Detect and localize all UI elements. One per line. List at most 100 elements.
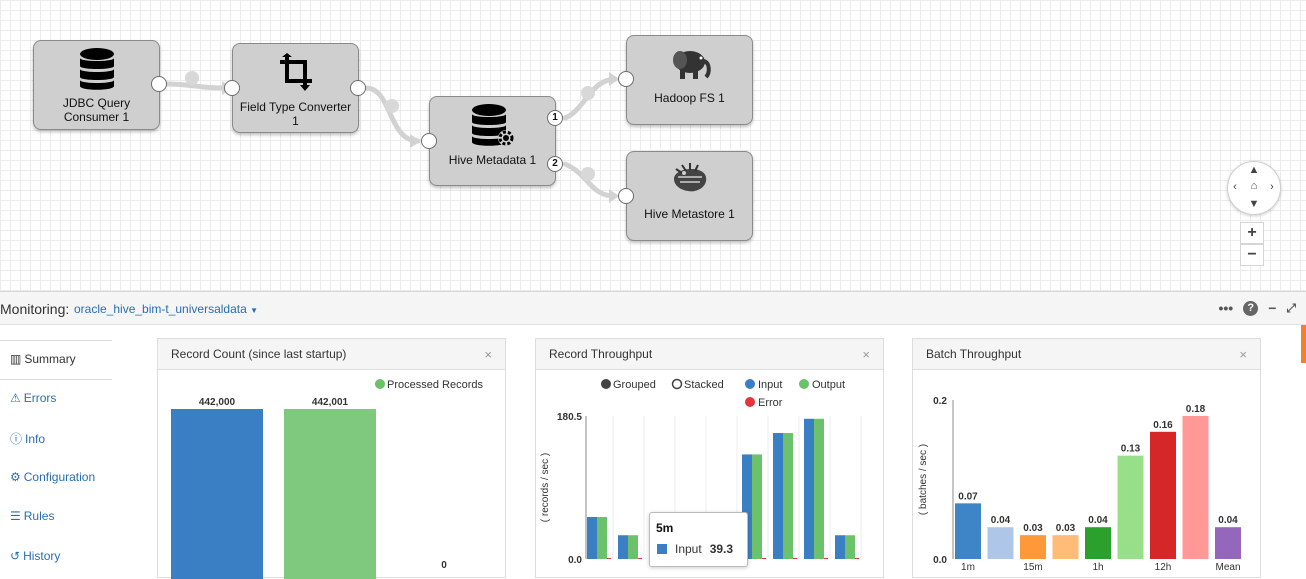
tooltip-swatch <box>657 544 667 554</box>
bar-error <box>793 558 797 559</box>
tab-configuration[interactable]: ⚙Configuration <box>10 469 96 484</box>
pipeline-edges <box>164 71 619 203</box>
edge-hive-metadata-to-metastore <box>562 161 618 199</box>
bar <box>1052 535 1079 559</box>
tab-rules[interactable]: ☰Rules <box>10 509 55 523</box>
y-tick-label: 180.5 <box>557 412 582 423</box>
panel-title: Batch Throughput <box>926 347 1022 361</box>
bar <box>1085 527 1111 559</box>
node-hive-metastore[interactable]: Hive Metastore 1 <box>626 151 753 241</box>
node-hive-metadata[interactable]: Hive Metadata 1 <box>429 96 556 186</box>
legend-swatch <box>671 378 683 390</box>
expand-icon[interactable]: ⤢ <box>1286 300 1296 315</box>
tab-history[interactable]: ↺History <box>10 548 61 563</box>
caret-down-icon: ▼ <box>250 306 259 315</box>
data-label: 0.04 <box>1218 515 1238 526</box>
pan-up-icon[interactable]: ▲ <box>1248 164 1260 176</box>
bar-input <box>773 433 783 559</box>
node-jdbc-query-consumer[interactable]: JDBC Query Consumer 1 <box>33 40 160 130</box>
output-port-1[interactable]: 1 <box>547 110 563 126</box>
node-label: Hadoop FS 1 <box>654 91 725 105</box>
input-port[interactable] <box>618 188 634 204</box>
close-icon[interactable]: × <box>1239 347 1247 362</box>
bar-output <box>814 418 824 559</box>
bar-chart-icon: ▥ <box>10 352 22 366</box>
y-axis-label: ( batches / sec ) <box>918 444 929 515</box>
zoom-in-button[interactable]: + <box>1240 222 1264 244</box>
pipeline-name[interactable]: oracle_hive_bim-t_universaldata <box>74 302 247 316</box>
hive-icon <box>627 160 752 200</box>
data-label: 0.16 <box>1153 420 1173 431</box>
tooltip-title: 5m <box>656 521 674 535</box>
legend-label: Output <box>812 379 845 391</box>
bar-error <box>855 558 859 559</box>
pan-control[interactable]: ▲ ‹ ⌂ › ▼ <box>1227 161 1281 215</box>
bar-input <box>804 418 814 559</box>
close-icon[interactable]: × <box>862 347 870 362</box>
legend-label: Input <box>758 379 782 391</box>
legend-swatch <box>745 397 755 407</box>
pipeline-select[interactable]: oracle_hive_bim-t_universaldata ▼ <box>74 302 258 316</box>
output-port[interactable] <box>350 80 366 96</box>
more-icon[interactable]: ••• <box>1218 300 1234 316</box>
input-port[interactable] <box>421 133 437 149</box>
home-icon[interactable]: ⌂ <box>1250 180 1258 192</box>
node-field-type-converter[interactable]: Field Type Converter 1 <box>232 43 359 133</box>
y-tick-label: 0.0 <box>933 555 947 566</box>
legend-label: Error <box>758 397 783 409</box>
database-gear-icon <box>430 103 555 147</box>
elephant-icon <box>627 46 752 82</box>
bar <box>987 527 1014 559</box>
bar-error <box>824 558 828 559</box>
panel-header: Batch Throughput × <box>913 339 1260 370</box>
output-port[interactable] <box>151 76 167 92</box>
close-icon[interactable]: × <box>484 347 492 362</box>
input-port[interactable] <box>618 71 634 87</box>
tab-summary[interactable]: ▥Summary <box>0 340 112 380</box>
bar-input <box>587 517 597 559</box>
tab-errors[interactable]: ⚠Errors <box>10 390 57 405</box>
minimize-icon[interactable]: − <box>1268 300 1277 316</box>
edge-traffic-icons <box>185 71 595 181</box>
input-port[interactable] <box>224 80 240 96</box>
legend-swatch <box>799 379 809 389</box>
chart-tooltip: 5m Input 39.3 <box>649 512 748 567</box>
tooltip-series: Input <box>675 542 702 556</box>
legend-swatch <box>745 379 755 389</box>
data-label: 0.04 <box>991 515 1011 526</box>
node-label: JDBC Query Consumer 1 <box>62 96 131 124</box>
help-icon[interactable]: ? <box>1243 300 1259 316</box>
record-count-panel: Record Count (since last startup) × Proc… <box>157 338 506 579</box>
batch-throughput-chart: 0.20.0( batches / sec )0.071m0.040.0315m… <box>918 396 1241 573</box>
pan-right-icon[interactable]: › <box>1270 181 1274 193</box>
gear-icon: ⚙ <box>10 469 21 484</box>
edge-jdbc-to-converter <box>164 81 225 91</box>
pan-left-icon[interactable]: ‹ <box>1233 181 1237 193</box>
bar-error <box>762 558 766 559</box>
bar <box>1020 535 1046 559</box>
node-hadoop-fs[interactable]: Hadoop FS 1 <box>626 35 753 125</box>
data-label: 0 <box>441 560 447 571</box>
panel-header: Record Throughput × <box>536 339 883 370</box>
edge-converter-to-hive-metadata <box>363 85 421 144</box>
data-label: 0.04 <box>1088 515 1108 526</box>
bar-input <box>618 535 628 559</box>
bar-output <box>752 454 762 559</box>
scroll-indicator[interactable] <box>1301 325 1306 363</box>
y-axis-label: ( records / sec ) <box>540 453 551 522</box>
bar <box>1215 527 1241 559</box>
warning-icon: ⚠ <box>10 390 21 405</box>
zoom-out-button[interactable]: − <box>1240 244 1264 266</box>
data-label: 0.13 <box>1121 444 1141 455</box>
output-port-2[interactable]: 2 <box>547 156 563 172</box>
pipeline-canvas[interactable]: JDBC Query Consumer 1 Field Type Convert… <box>0 0 1306 291</box>
bar-input <box>742 454 752 559</box>
legend-label: Grouped <box>613 379 656 391</box>
pan-down-icon[interactable]: ▼ <box>1248 198 1260 210</box>
bar-error <box>607 558 611 559</box>
bar-input <box>835 535 845 559</box>
